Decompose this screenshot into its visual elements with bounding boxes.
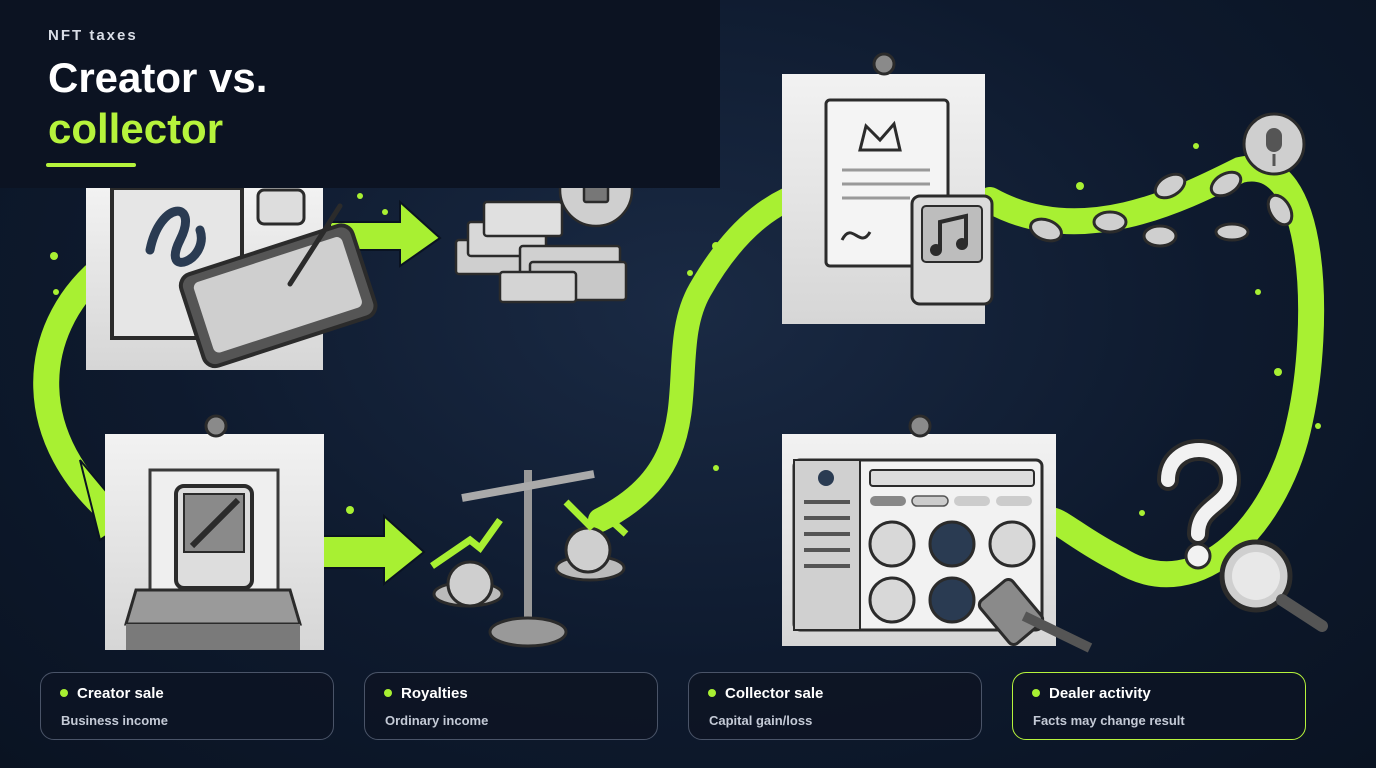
splatter-dots [50, 143, 1321, 516]
card-subtitle: Capital gain/loss [709, 713, 813, 728]
title-underline [46, 163, 136, 167]
title-panel: NFT taxes Creator vs. collector [0, 0, 720, 188]
bullet-dot [708, 689, 716, 697]
art-tablet-icon [86, 186, 378, 370]
page-title: Creator vs. [48, 54, 268, 101]
gavel-icon [977, 578, 1093, 653]
card-title: Creator sale [77, 685, 164, 702]
question-mark-icon [1157, 439, 1242, 570]
card-collector-sale: Collector sale Capital gain/loss [688, 672, 982, 740]
cash-stack-icon [454, 152, 634, 304]
balance-scale-icon [430, 470, 629, 648]
microphone-icon [1242, 112, 1306, 176]
card-title: Dealer activity [1049, 685, 1151, 702]
card-title: Royalties [401, 685, 468, 702]
card-title: Collector sale [725, 685, 824, 702]
music-nft-icon [910, 194, 994, 306]
nft-display-case-icon [105, 414, 324, 650]
bullet-dot [60, 689, 68, 697]
marketplace-window-icon [782, 414, 1056, 646]
card-subtitle: Ordinary income [385, 713, 489, 728]
card-royalties: Royalties Ordinary income [364, 672, 658, 740]
card-creator-sale: Creator sale Business income [40, 672, 334, 740]
card-dealer-activity: Dealer activity Facts may change result [1012, 672, 1306, 740]
coin-icon [1029, 170, 1294, 248]
magnifying-glass-icon [1219, 539, 1328, 632]
page-title-accent: collector [48, 105, 224, 152]
card-subtitle: Business income [61, 713, 168, 728]
bullet-dot [384, 689, 392, 697]
card-subtitle: Facts may change result [1033, 713, 1185, 728]
kicker-label: NFT taxes [48, 27, 138, 44]
bullet-dot [1032, 689, 1040, 697]
